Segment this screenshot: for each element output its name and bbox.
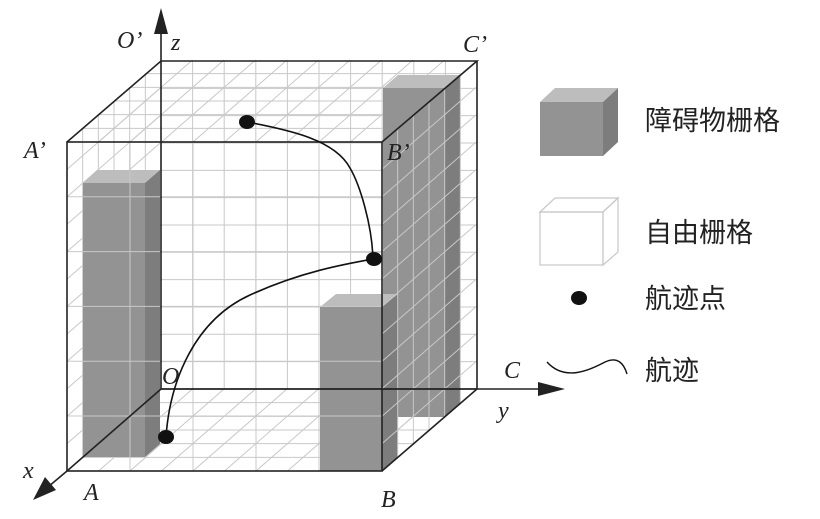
trajectory-segment-1: [165, 258, 374, 438]
trajectory-curve-icon: [546, 359, 628, 375]
legend-obstacle-label: 障碍物栅格: [645, 106, 780, 136]
label-c: C: [504, 358, 521, 384]
label-a-prime: A’: [22, 138, 46, 164]
label-y: y: [496, 398, 509, 424]
label-b: B: [381, 487, 396, 513]
legend-free-label: 自由栅格: [645, 218, 753, 248]
legend-trajectory-label: 航迹: [645, 356, 699, 386]
obstacle-middle: [320, 294, 398, 471]
grid-overlay: [67, 73, 477, 471]
waypoint-mid: [366, 252, 382, 266]
label-a: A: [82, 480, 99, 506]
label-x: x: [22, 458, 34, 484]
waypoint-end: [239, 115, 255, 129]
free-cube-icon: [538, 196, 620, 267]
trajectory-segment-2: [246, 121, 374, 260]
y-arrow-icon: [538, 382, 565, 396]
obstacle-cube-icon: [540, 88, 618, 156]
label-o: O: [162, 364, 179, 390]
legend-waypoint-label: 航迹点: [645, 284, 726, 314]
label-o-prime: O’: [117, 28, 142, 54]
obstacle-left: [83, 170, 160, 457]
trajectory: [158, 115, 382, 444]
waypoint-dot-icon: [571, 291, 587, 305]
label-z: z: [170, 30, 181, 56]
z-arrow-icon: [154, 8, 168, 34]
x-arrow-icon: [33, 477, 56, 500]
label-c-prime: C’: [463, 32, 487, 58]
legend: 障碍物栅格 自由栅格 航迹点 航迹: [538, 88, 780, 386]
waypoint-start: [158, 430, 174, 444]
axes: [33, 8, 565, 500]
label-b-prime: B’: [387, 140, 410, 166]
